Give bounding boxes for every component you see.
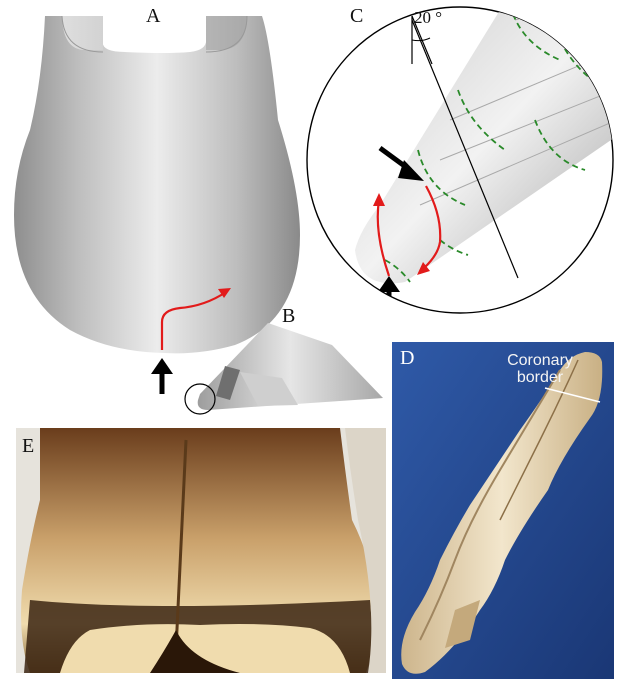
- panel-label-b: B: [282, 306, 295, 326]
- hoof-wall-shell: [14, 16, 300, 353]
- panel-label-a: A: [146, 6, 160, 26]
- arrow-up-icon: [151, 358, 173, 394]
- panel-c-magnified: [307, 0, 617, 314]
- panel-d-photo: [392, 342, 614, 679]
- coronary-border-line2: border: [480, 369, 600, 386]
- coronary-border-line1: Coronary: [480, 352, 600, 369]
- angle-label: 20 °: [414, 8, 442, 28]
- coronary-border-label: Coronary border: [480, 352, 600, 386]
- panel-e-photo: [16, 428, 386, 673]
- panel-label-e: E: [22, 436, 34, 456]
- panel-label-d: D: [400, 348, 414, 368]
- panel-label-c: C: [350, 6, 363, 26]
